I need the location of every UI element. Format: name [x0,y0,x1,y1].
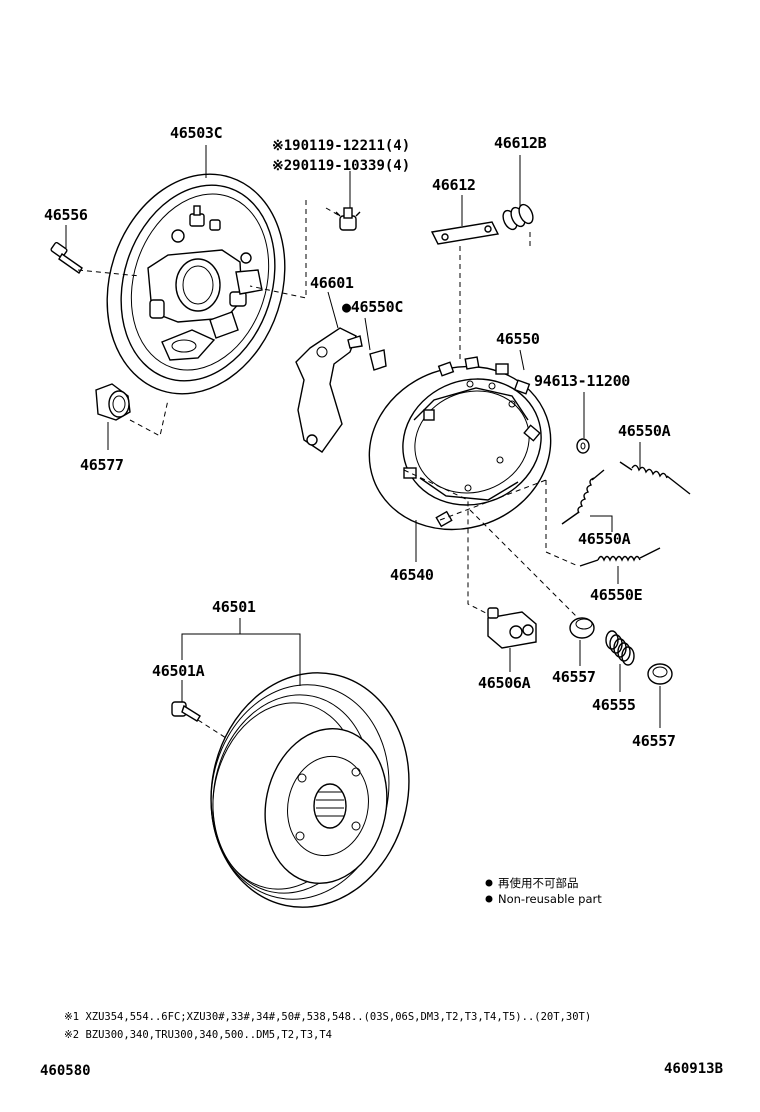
label-46557-lower: 46557 [632,732,676,750]
label-46550A-upper: 46550A [618,422,671,440]
legend-english: Non-reusable part [498,892,602,906]
label-46503C: 46503C [170,124,222,142]
spring-46612B-drawing [502,203,534,231]
dashed-assembly-lines [77,200,579,739]
spring-46555-drawing [605,630,635,666]
spring-46550E-drawing [579,547,661,567]
label-46601: 46601 [310,274,354,292]
label-46555: 46555 [592,696,636,714]
legend-japanese: 再使用不可部品 [498,876,579,890]
label-46501A: 46501A [152,662,205,680]
label-46612B: 46612B [494,134,547,152]
label-46550: 46550 [496,330,540,348]
label-46550E: 46550E [590,586,643,604]
applicability-note-1: ※1 XZU354,554..6FC;XZU30#,33#,34#,50#,53… [64,1011,591,1023]
bolt-46556-drawing [50,241,83,275]
clip-46550C-drawing [369,349,387,371]
label-46557-upper: 46557 [552,668,596,686]
brake-shoe-drawing [368,356,552,531]
backing-plate-drawing [106,173,286,395]
adjuster-plate-46612-drawing [430,221,500,245]
label-90119-12211: ※190119-12211(4) [272,138,410,154]
parking-lever-46601-drawing [295,327,363,453]
label-46506A: 46506A [478,674,531,692]
cap-46557-lower-drawing [647,663,673,685]
label-46577: 46577 [80,456,124,474]
label-46540: 46540 [390,566,434,584]
hub-bolt-46501A-drawing [171,701,201,722]
legend-bullet-icon [485,895,493,903]
cap-46557-upper-drawing [569,617,595,639]
wheel-cylinder-46506A-drawing [487,607,537,649]
leader-lines [65,145,661,728]
spring-46550A-lower-drawing [561,469,605,525]
plug-46577-drawing [95,383,131,421]
label-46550C: ●46550C [342,298,403,316]
label-46501: 46501 [212,598,256,616]
bolt-90119-drawing [335,207,361,231]
diagram-code-right: 460913B [664,1061,723,1077]
applicability-note-2: ※2 BZU300,340,TRU300,340,500..DM5,T2,T3,… [64,1029,332,1041]
label-46550A-lower: 46550A [578,530,631,548]
label-90119-10339: ※290119-10339(4) [272,158,410,174]
label-94613-11200: 94613-11200 [534,372,630,390]
brake-drum-drawing [210,672,410,908]
spring-46550A-upper-drawing [619,461,691,495]
legend-bullet-icon [485,879,493,887]
diagram-code-left: 460580 [40,1063,91,1079]
label-46556: 46556 [44,206,88,224]
washer-94613-drawing [576,438,590,454]
label-46612: 46612 [432,176,476,194]
